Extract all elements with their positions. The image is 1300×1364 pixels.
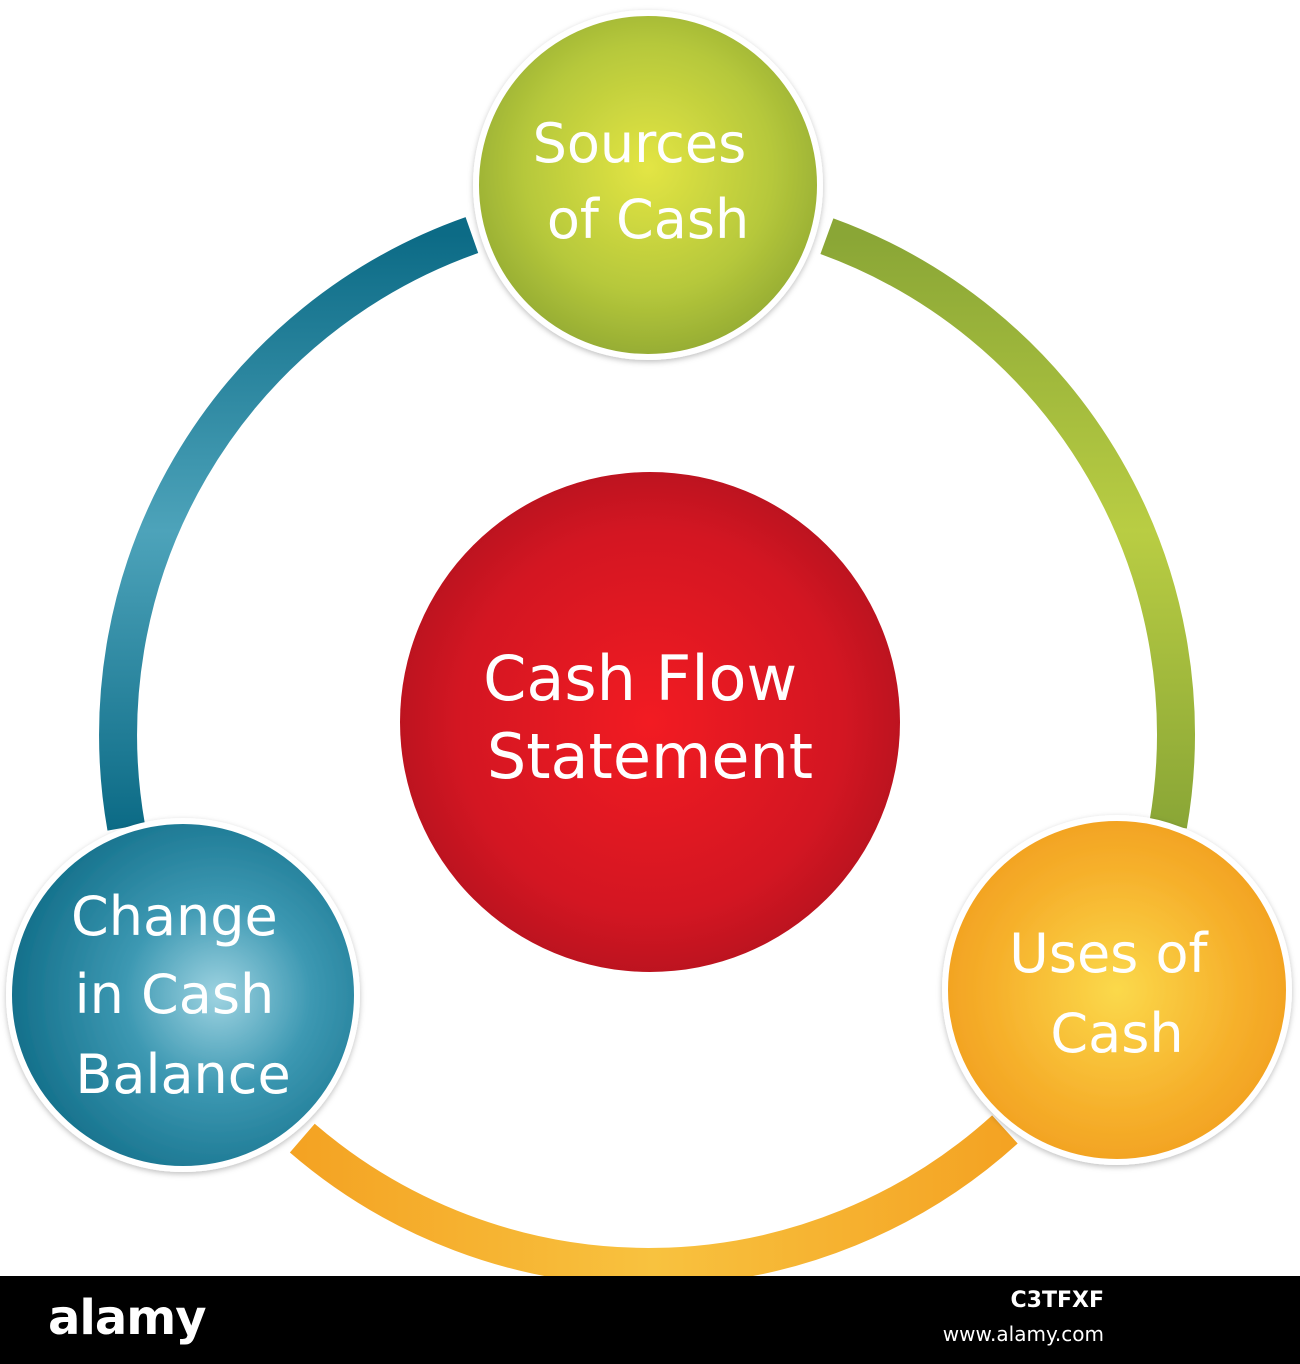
uses-of-cash-label: Uses of Cash bbox=[1009, 922, 1224, 1065]
site-url: www.alamy.com bbox=[942, 1322, 1104, 1346]
center-circle bbox=[400, 472, 900, 972]
center-label-line-1: Cash Flow bbox=[483, 642, 797, 715]
arc-change-to-sources bbox=[99, 217, 479, 831]
alamy-logo: alamy bbox=[48, 1290, 207, 1346]
change-label-line-2: in Cash bbox=[75, 963, 275, 1026]
sources-label-line-1: Sources bbox=[533, 112, 747, 175]
center-label: Cash Flow Statement bbox=[483, 642, 817, 793]
change-in-cash-balance-label: Change in Cash Balance bbox=[71, 885, 295, 1106]
change-label-line-1: Change bbox=[71, 885, 278, 948]
change-in-cash-balance-node bbox=[6, 818, 360, 1172]
uses-label-line-1: Uses of bbox=[1009, 922, 1209, 985]
arc-sources-to-uses bbox=[820, 218, 1195, 829]
change-label-line-3: Balance bbox=[75, 1043, 290, 1106]
image-id: C3TFXF bbox=[1010, 1288, 1104, 1313]
watermark-footer: alamy C3TFXF www.alamy.com bbox=[0, 1276, 1300, 1364]
arc-uses-to-change bbox=[289, 1115, 1018, 1286]
uses-of-cash-node bbox=[942, 815, 1292, 1165]
uses-label-line-2: Cash bbox=[1050, 1002, 1183, 1065]
center-label-line-2: Statement bbox=[487, 720, 813, 793]
sources-label-line-2: of Cash bbox=[547, 188, 749, 251]
sources-of-cash-node bbox=[473, 10, 823, 360]
sources-of-cash-label: Sources of Cash bbox=[533, 112, 764, 251]
